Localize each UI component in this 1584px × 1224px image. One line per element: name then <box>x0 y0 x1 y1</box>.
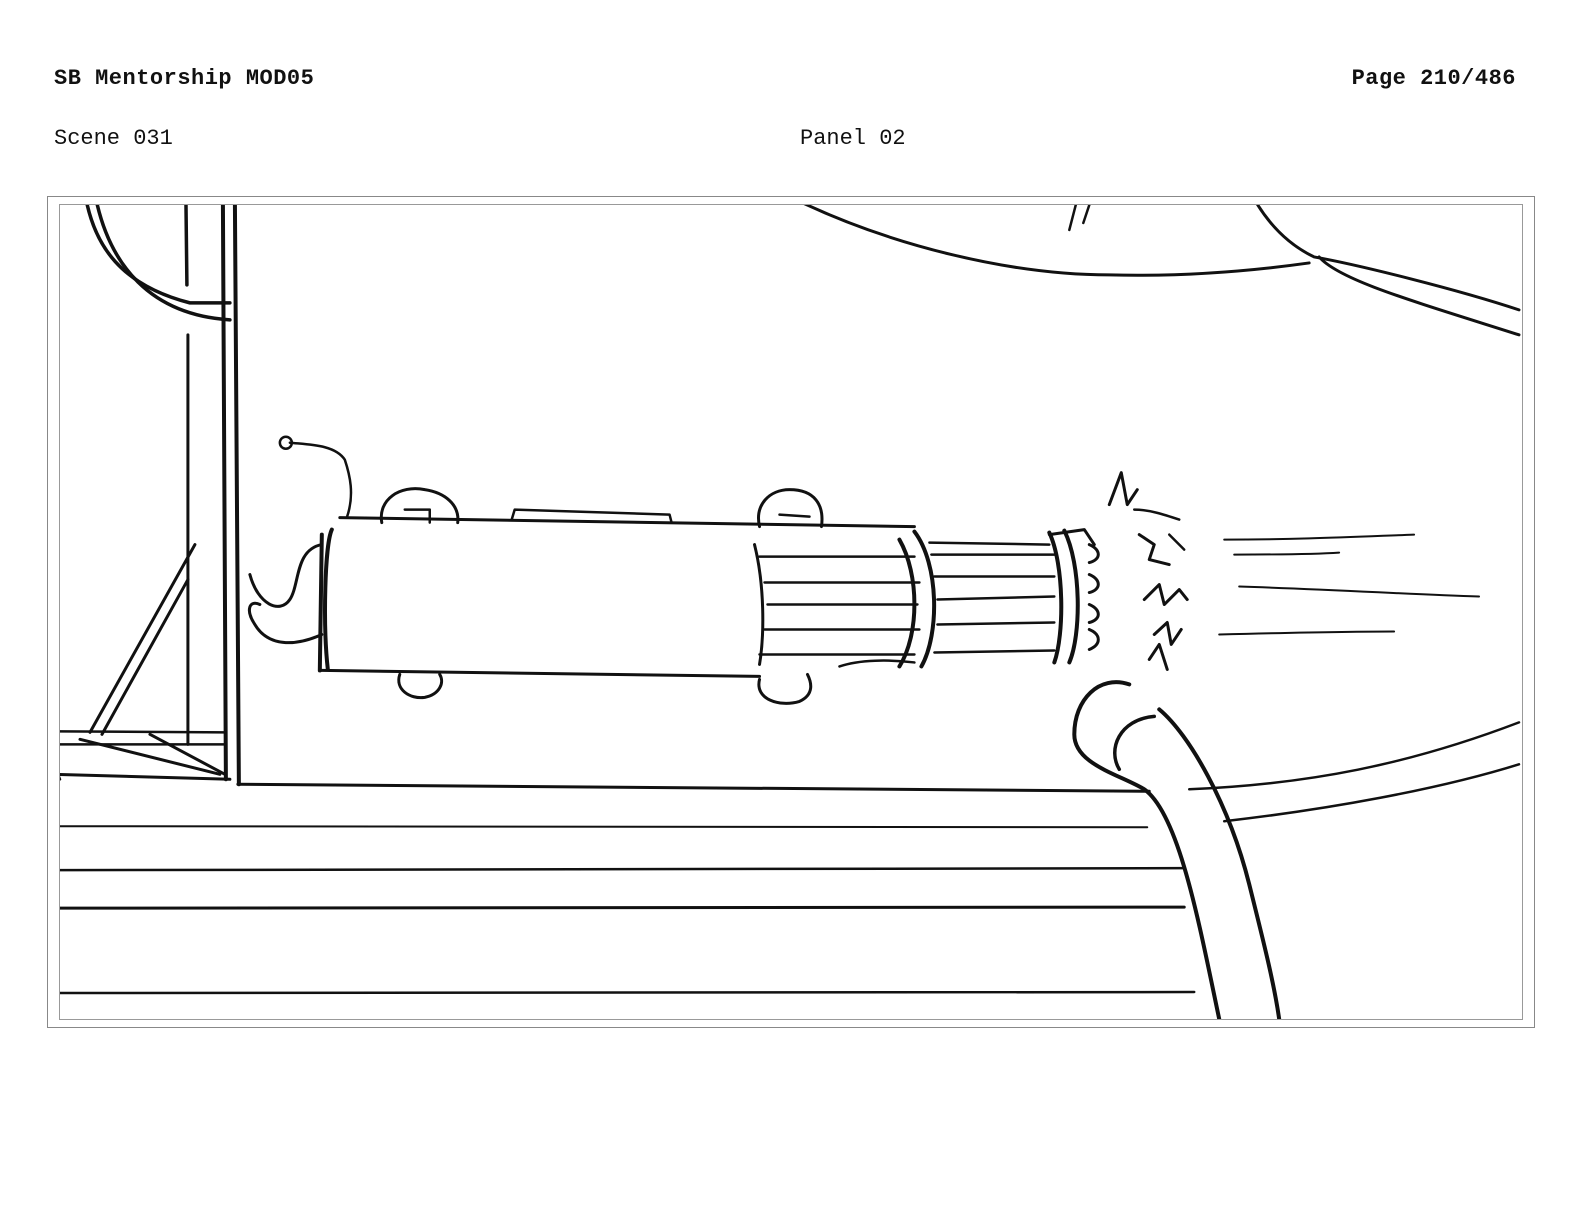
hose <box>1072 680 1521 1019</box>
storyboard-panel-frame <box>47 196 1535 1028</box>
muzzle-blast <box>1107 471 1481 671</box>
header-title: SB Mentorship MOD05 <box>54 66 315 91</box>
cannon <box>247 435 1100 705</box>
ceiling-curve <box>803 205 1521 337</box>
page-number: Page 210/486 <box>1351 66 1516 91</box>
left-structure <box>60 205 241 787</box>
storyboard-panel <box>59 204 1523 1020</box>
storyboard-sketch <box>60 205 1521 1019</box>
floor-lines <box>60 782 1196 995</box>
panel-label: Panel 02 <box>800 126 906 151</box>
scene-label: Scene 031 <box>54 126 173 151</box>
